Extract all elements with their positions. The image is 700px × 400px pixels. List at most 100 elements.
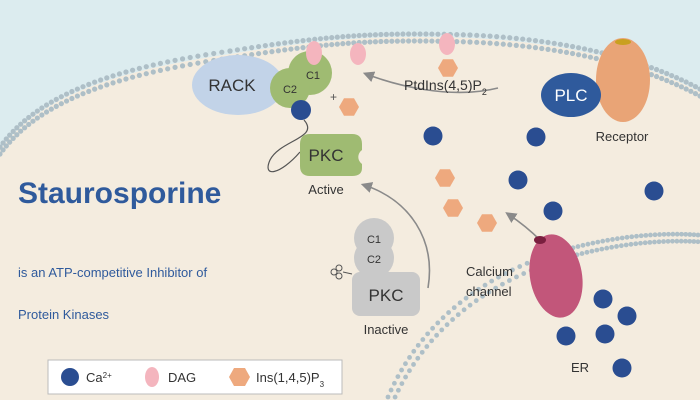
membrane-lipid: [43, 109, 50, 115]
membrane-lipid: [575, 52, 582, 58]
membrane-lipid: [195, 53, 201, 59]
membrane-lipid: [454, 38, 460, 45]
membrane-lipid: [526, 44, 532, 50]
membrane-lipid: [143, 71, 149, 77]
membrane-lipid: [361, 32, 368, 38]
membrane-lipid: [179, 63, 186, 69]
membrane-lipid: [417, 38, 423, 44]
membrane-lipid: [269, 49, 275, 55]
membrane-lipid: [648, 65, 655, 71]
legend-ins: Ins(1,4,5)P3: [256, 370, 325, 389]
er-lipid: [624, 234, 630, 240]
membrane-lipid: [48, 106, 54, 112]
er-lipid: [506, 278, 512, 283]
receptor-protein: [596, 38, 650, 122]
membrane-lipid: [211, 50, 217, 57]
membrane-lipid: [551, 47, 557, 53]
calcium-channel-label-2: channel: [466, 284, 512, 299]
membrane-lipid: [329, 34, 335, 41]
membrane-lipid: [255, 43, 262, 50]
membrane-lipid: [329, 41, 335, 48]
membrane-lipid: [242, 46, 248, 52]
membrane-lipid: [429, 31, 435, 37]
membrane-lipid: [14, 132, 20, 138]
membrane-lipid: [150, 62, 156, 68]
calcium-ion-icon: [593, 289, 613, 309]
membrane-lipid: [400, 31, 406, 37]
membrane-lipid: [394, 38, 400, 44]
title: Staurosporine: [18, 177, 221, 210]
membrane-lipid: [361, 39, 368, 45]
pkc-inactive-protein: [352, 272, 420, 316]
er-lipid: [638, 240, 643, 246]
membrane-lipid: [487, 33, 493, 39]
membrane-lipid: [513, 42, 519, 48]
membrane-lipid: [673, 75, 680, 81]
membrane-lipid: [411, 38, 417, 44]
membrane-lipid: [500, 34, 506, 40]
legend-dag: DAG: [168, 370, 196, 385]
membrane-lipid: [123, 76, 129, 82]
calcium-ion-icon: [595, 324, 615, 344]
calcium-ion-icon: [423, 126, 443, 146]
membrane-lipid: [557, 48, 563, 54]
receptor-top: [615, 39, 631, 45]
membrane-lipid: [563, 49, 570, 56]
er-lipid: [403, 361, 408, 367]
er-lipid: [486, 289, 492, 295]
membrane-lipid: [116, 71, 123, 77]
membrane-lipid: [378, 38, 384, 45]
er-lipid: [643, 232, 649, 238]
er-lipid: [580, 242, 586, 248]
er-lipid: [670, 238, 675, 244]
membrane-lipid: [157, 60, 164, 67]
er-lipid: [469, 291, 475, 297]
plc-label: PLC: [554, 86, 587, 105]
er-lipid: [411, 362, 416, 367]
er-lipid: [691, 232, 697, 238]
ins-hexagon-icon: [477, 214, 497, 232]
membrane-lipid: [405, 31, 412, 37]
ins-hexagon-icon: [339, 98, 359, 116]
membrane-lipid: [92, 79, 98, 85]
membrane-lipid: [513, 35, 519, 41]
active-label: Active: [308, 182, 343, 197]
er-lipid: [476, 286, 481, 292]
membrane-lipid: [275, 41, 281, 47]
dag-icon: [439, 33, 455, 55]
er-lipid: [500, 281, 505, 287]
membrane-lipid: [653, 66, 660, 73]
membrane-lipid: [545, 39, 551, 45]
er-lipid: [674, 231, 680, 237]
arrow-pip2-to-dag: [362, 71, 499, 94]
membrane-lipid: [26, 121, 32, 128]
er-lipid: [455, 312, 461, 318]
membrane-lipid: [494, 41, 500, 47]
membrane-lipid: [593, 48, 599, 55]
membrane-lipid: [300, 38, 306, 44]
er-lipid: [599, 246, 605, 252]
membrane-lipid: [494, 34, 500, 40]
membrane-lipid: [63, 91, 70, 97]
er-lipid: [473, 298, 479, 304]
er-lipid: [388, 387, 394, 393]
subtitle-line-2: Protein Kinases: [18, 307, 110, 322]
membrane-lipid: [383, 38, 389, 44]
membrane-lipid: [545, 46, 551, 52]
membrane-lipid: [249, 45, 255, 51]
er-lipid: [633, 241, 639, 247]
membrane-lipid: [678, 84, 685, 90]
membrane-lipid: [323, 35, 329, 41]
er-lipid: [585, 241, 591, 247]
membrane-lipid: [653, 73, 660, 80]
membrane-lipid: [269, 42, 275, 48]
membrane-lipid: [34, 115, 40, 121]
er-lipid: [652, 232, 658, 238]
subtitle-line-1: is an ATP-competitive Inhibitor of: [18, 265, 207, 280]
membrane-lipid: [664, 70, 670, 77]
er-lipid: [648, 232, 653, 238]
membrane-lipid: [367, 32, 373, 38]
dag-icon: [350, 43, 366, 65]
membrane-lipid: [411, 31, 417, 37]
